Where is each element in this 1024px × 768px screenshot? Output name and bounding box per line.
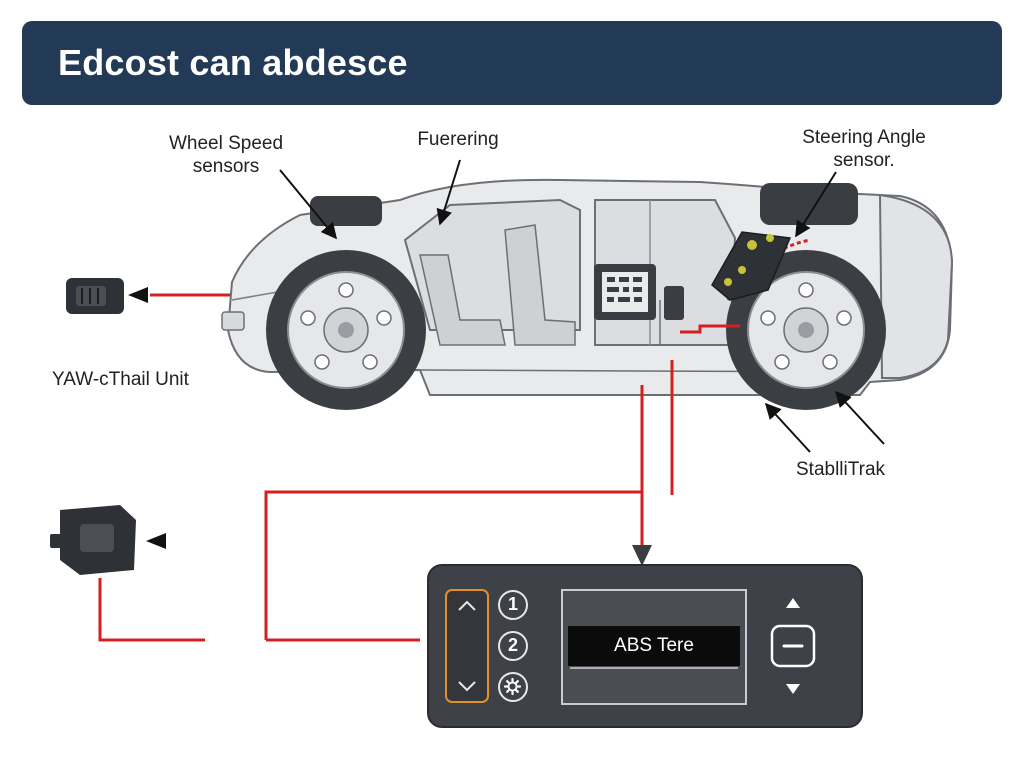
label-stabilitrak: StablliTrak: [796, 459, 886, 480]
scroll-up-button[interactable]: [452, 594, 482, 618]
settings-button[interactable]: [498, 672, 528, 702]
label-steering-angle-line1: Steering Angle: [802, 127, 926, 148]
header-bar: Edcost can abdesce: [22, 21, 1002, 105]
label-wheel-speed-line2: sensors: [192, 156, 260, 177]
label-yaw-unit: YAW-cThail Unit: [52, 369, 189, 390]
front-wheel: [266, 250, 426, 410]
steering-sensor-assembly: [711, 231, 792, 301]
arrow-to-panel: [632, 545, 652, 566]
arrow-to-connector-2: [146, 533, 166, 549]
display-screen-text: ABS Tere: [568, 626, 740, 666]
triangle-down-icon: [786, 684, 800, 694]
page-title: Edcost can abdesce: [58, 42, 408, 83]
label-fuerering: Fuerering: [417, 129, 499, 150]
button-2-label: 2: [507, 635, 518, 655]
rear-strut-top: [760, 183, 858, 225]
label-wheel-speed-sensors: Wheel Speed sensors: [164, 132, 288, 178]
connector-icon: [66, 278, 124, 314]
label-steering-angle-line2: sensor.: [833, 150, 895, 171]
minus-button[interactable]: [772, 626, 814, 666]
label-steering-angle-sensor: Steering Angle sensor.: [794, 126, 934, 172]
scroll-down-button[interactable]: [452, 674, 482, 698]
button-1[interactable]: 1: [498, 590, 528, 620]
minus-icon: [782, 644, 804, 648]
button-2[interactable]: 2: [498, 631, 528, 661]
gear-icon: [503, 677, 522, 696]
ecu-module: [594, 264, 690, 346]
arrow-down-button[interactable]: [782, 680, 804, 698]
chevron-up-icon: [458, 600, 476, 611]
front-strut-top: [310, 196, 382, 226]
red-wiring: [98, 293, 740, 642]
label-wheel-speed-line1: Wheel Speed: [168, 133, 284, 154]
triangle-up-icon: [786, 598, 800, 608]
button-1-label: 1: [507, 594, 518, 614]
chevron-down-icon: [458, 681, 476, 692]
connector-icon: [50, 505, 136, 575]
callout-arrows: [279, 159, 885, 453]
arrow-to-connector-1: [128, 287, 148, 303]
arrow-up-button[interactable]: [782, 594, 804, 612]
